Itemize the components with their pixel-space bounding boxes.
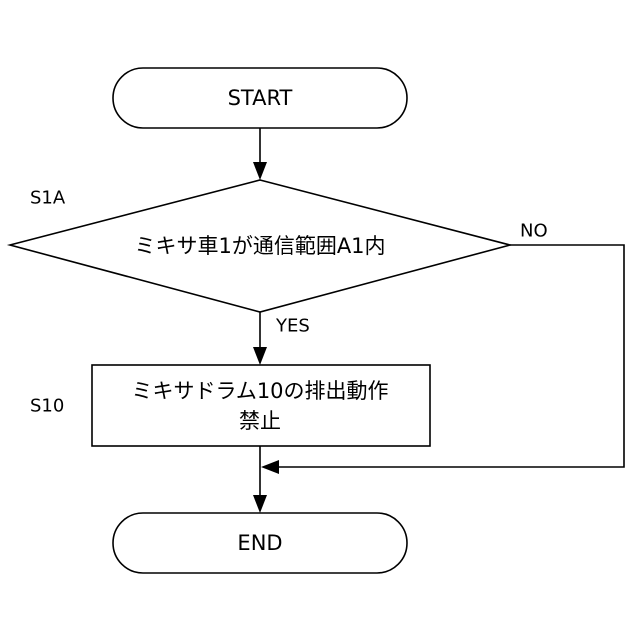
edge-yes-arrow: [253, 347, 267, 365]
decision-label: ミキサ車1が通信範囲A1内: [134, 234, 385, 258]
end-node: END: [113, 513, 407, 573]
decision-step-label: S1A: [30, 188, 66, 209]
start-label: START: [228, 86, 293, 110]
edge-yes: YES: [253, 312, 310, 365]
edge-yes-label: YES: [275, 316, 310, 337]
process-step-label: S10: [30, 396, 64, 417]
edge-process-to-end-arrow: [253, 495, 267, 513]
process-label-line-2: 禁止: [239, 409, 281, 433]
edge-no-arrow: [261, 460, 279, 474]
process-label-line-1: ミキサドラム10の排出動作: [131, 379, 388, 403]
start-node: START: [113, 68, 407, 128]
edge-no-label: NO: [520, 221, 548, 242]
edge-process-to-end: [253, 446, 267, 513]
edge-start-to-decision-arrow: [253, 162, 267, 180]
process-node: S10 ミキサドラム10の排出動作 禁止: [30, 365, 430, 446]
end-label: END: [237, 531, 282, 555]
edge-start-to-decision: [253, 128, 267, 180]
decision-node: S1A ミキサ車1が通信範囲A1内: [10, 180, 510, 312]
process-rect-shape: [92, 365, 430, 446]
